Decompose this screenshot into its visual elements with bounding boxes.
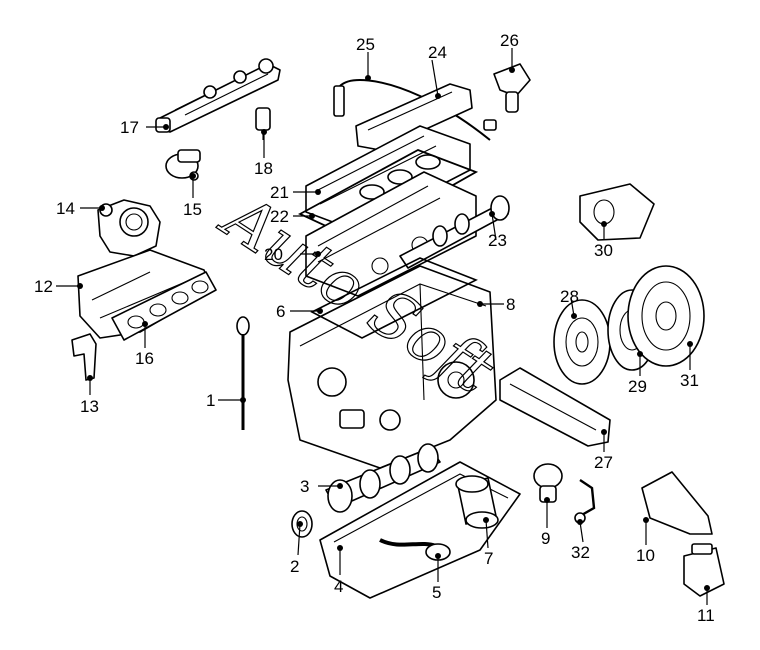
throttle-body bbox=[97, 199, 161, 257]
flywheel bbox=[553, 299, 611, 385]
callout-6: 6 bbox=[276, 302, 285, 321]
idle-valve bbox=[165, 149, 201, 181]
intake-manifold bbox=[77, 249, 217, 341]
oil-pickup bbox=[379, 538, 451, 561]
callout-31: 31 bbox=[680, 371, 699, 390]
callout-11: 11 bbox=[697, 606, 715, 625]
callout-labels: 1 2 3 4 5 6 7 8 9 10 11 12 13 14 15 16 1… bbox=[34, 31, 715, 625]
callout-15: 15 bbox=[183, 200, 202, 219]
callout-23: 23 bbox=[488, 231, 507, 250]
engine-mount-10 bbox=[641, 471, 713, 535]
callout-29: 29 bbox=[628, 377, 647, 396]
callout-13: 13 bbox=[80, 397, 99, 416]
callout-22: 22 bbox=[270, 207, 289, 226]
thermostat-housing bbox=[579, 183, 655, 241]
callout-7: 7 bbox=[484, 549, 493, 568]
callout-30: 30 bbox=[594, 241, 613, 260]
camshaft bbox=[399, 195, 510, 269]
callout-26: 26 bbox=[500, 31, 519, 50]
ignition-coil bbox=[493, 63, 531, 113]
callout-16: 16 bbox=[135, 349, 154, 368]
dipstick bbox=[236, 316, 250, 430]
callout-24: 24 bbox=[428, 43, 447, 62]
crankshaft bbox=[325, 443, 441, 513]
bracket-32 bbox=[574, 479, 596, 524]
engine-mount-11 bbox=[683, 543, 725, 597]
callout-18: 18 bbox=[254, 159, 273, 178]
callout-21: 21 bbox=[270, 183, 289, 202]
callout-28: 28 bbox=[560, 287, 579, 306]
callout-14: 14 bbox=[56, 199, 75, 218]
callout-10: 10 bbox=[636, 546, 655, 565]
leader-dots bbox=[77, 67, 710, 591]
callout-4: 4 bbox=[334, 577, 343, 596]
fuel-rail bbox=[155, 58, 281, 133]
callout-5: 5 bbox=[432, 583, 441, 602]
callout-3: 3 bbox=[300, 477, 309, 496]
wire-harness bbox=[333, 79, 497, 141]
callout-32: 32 bbox=[571, 543, 590, 562]
callout-12: 12 bbox=[34, 277, 53, 296]
callout-1: 1 bbox=[206, 391, 215, 410]
callout-17: 17 bbox=[120, 118, 139, 137]
timing-belt-cover bbox=[499, 367, 611, 447]
callout-8: 8 bbox=[506, 295, 515, 314]
oil-pressure-switch bbox=[533, 463, 563, 503]
callout-20: 20 bbox=[264, 245, 283, 264]
head-gasket bbox=[310, 257, 478, 339]
sensor-18 bbox=[255, 107, 271, 140]
pressure-plate bbox=[627, 265, 705, 367]
callout-25: 25 bbox=[356, 35, 375, 54]
callout-2: 2 bbox=[290, 557, 299, 576]
cylinder-head bbox=[305, 171, 477, 297]
callout-9: 9 bbox=[541, 529, 550, 548]
engine-block bbox=[287, 265, 497, 469]
bracket-13 bbox=[71, 333, 97, 381]
oil-filter bbox=[455, 475, 499, 529]
callout-27: 27 bbox=[594, 453, 613, 472]
